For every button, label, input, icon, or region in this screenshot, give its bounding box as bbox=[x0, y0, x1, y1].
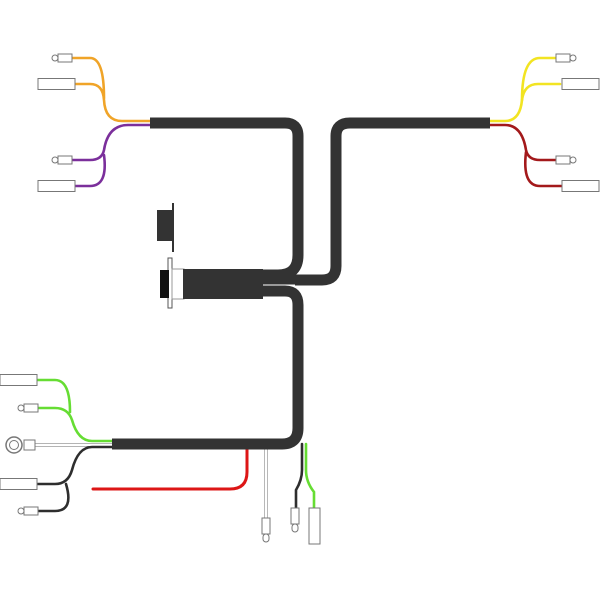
terminal-spade-green bbox=[0, 374, 38, 386]
mounting-bracket bbox=[157, 210, 172, 241]
wire-yellow-2 bbox=[520, 56, 558, 102]
terminal-pin-darkred-tip bbox=[569, 156, 577, 164]
wire-black-drop bbox=[294, 442, 304, 510]
terminal-pin-black-tip bbox=[17, 507, 25, 515]
terminal-pin-purple-body bbox=[57, 155, 73, 165]
wire-red bbox=[91, 447, 249, 491]
terminal-spade-purple bbox=[37, 180, 76, 192]
terminal-spade-darkred bbox=[561, 180, 600, 192]
wire-orange-2 bbox=[70, 56, 106, 100]
ring-terminal-hole bbox=[9, 440, 19, 450]
connector-body bbox=[183, 269, 263, 299]
terminal-pin-yellow-body bbox=[555, 53, 571, 63]
terminals bbox=[0, 53, 600, 545]
central-connector bbox=[157, 203, 263, 309]
wire-green-1 bbox=[36, 406, 114, 443]
terminal-pin-green-tip bbox=[17, 404, 25, 412]
wire-black-2 bbox=[36, 482, 70, 513]
terminal-pin-black-drop-tip bbox=[291, 523, 299, 533]
terminal-spade-black bbox=[0, 478, 38, 490]
terminal-pin-green-body bbox=[23, 403, 39, 413]
terminal-spade-yellow bbox=[561, 78, 600, 90]
wire-orange-1 bbox=[73, 82, 152, 123]
sheath-upper-right bbox=[262, 117, 490, 286]
connector-plug bbox=[160, 270, 169, 298]
sheath-lower bbox=[112, 285, 304, 450]
sheaths bbox=[112, 117, 490, 450]
sheath-upper-left bbox=[150, 117, 304, 281]
wire-darkred-2 bbox=[524, 150, 564, 188]
terminal-pin-purple-tip bbox=[51, 156, 59, 164]
terminal-spade-green-drop bbox=[308, 507, 321, 545]
wire-purple-2 bbox=[73, 153, 106, 188]
wire-green-drop bbox=[304, 442, 316, 510]
wire-yellow-1 bbox=[486, 82, 562, 123]
terminal-pin-white-tip bbox=[262, 533, 270, 543]
wire-green-2 bbox=[35, 378, 72, 414]
terminal-pin-yellow-tip bbox=[569, 54, 577, 62]
terminal-pin-darkred-body bbox=[555, 155, 571, 165]
terminal-pin-orange-tip bbox=[51, 54, 59, 62]
terminal-pin-black-drop-body bbox=[290, 507, 300, 525]
wire-black-1 bbox=[35, 445, 114, 486]
terminal-pin-white-body bbox=[261, 517, 271, 535]
wires bbox=[35, 56, 564, 518]
terminal-spade-orange bbox=[37, 78, 76, 90]
wire-purple-1 bbox=[70, 123, 152, 162]
wire-darkred-1 bbox=[486, 123, 558, 162]
terminal-pin-black-body bbox=[23, 506, 39, 516]
connector-collar bbox=[171, 268, 185, 300]
ring-terminal-crimp bbox=[23, 439, 36, 451]
terminal-pin-orange-body bbox=[57, 53, 73, 63]
